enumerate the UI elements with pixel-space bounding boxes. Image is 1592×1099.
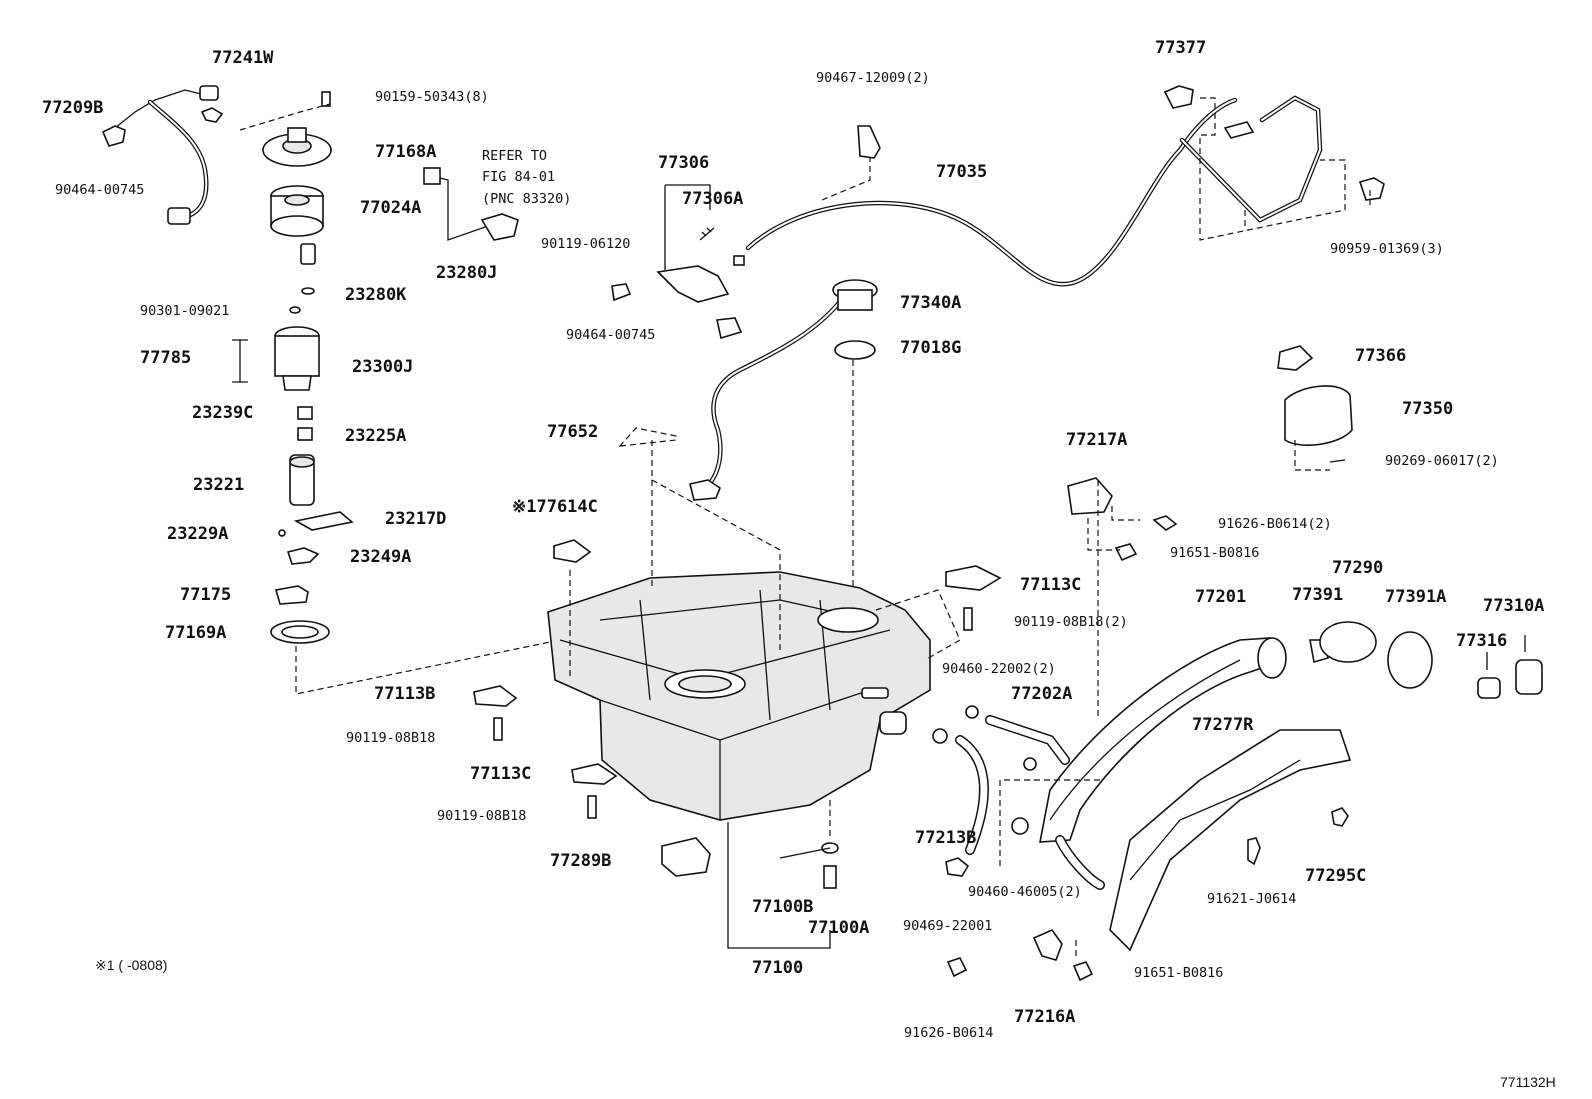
pump-components bbox=[232, 243, 561, 695]
label-90119-08B18-upper: 90119-08B18(2) bbox=[1014, 614, 1128, 630]
label-77217A: 77217A bbox=[1066, 430, 1128, 450]
label-77366: 77366 bbox=[1355, 346, 1407, 366]
refer-note-line1: REFER TO bbox=[482, 148, 548, 164]
label-23239C: 23239C bbox=[192, 403, 254, 423]
label-90119-06120: 90119-06120 bbox=[541, 236, 631, 252]
label-90469-22001: 90469-22001 bbox=[903, 918, 993, 934]
label-90119-08B18-lower: 90119-08B18 bbox=[437, 808, 527, 824]
label-77202A: 77202A bbox=[1011, 684, 1073, 704]
label-91626-B0614-upper: 91626-B0614(2) bbox=[1218, 516, 1332, 532]
label-90460-46005: 90460-46005(2) bbox=[968, 884, 1082, 900]
label-90159-50343: 90159-50343(8) bbox=[375, 89, 489, 105]
diagram-id: 771132H bbox=[1500, 1074, 1556, 1090]
label-90460-22002: 90460-22002(2) bbox=[942, 661, 1056, 677]
sender-gauge-wire bbox=[101, 85, 224, 225]
label-77310A: 77310A bbox=[1483, 596, 1545, 616]
label-90959-01369: 90959-01369(3) bbox=[1330, 241, 1444, 257]
pump-bracket bbox=[270, 185, 324, 237]
pump-bracket-cover bbox=[239, 91, 332, 167]
label-91621-J0614: 91621-J0614 bbox=[1207, 891, 1297, 907]
label-77175: 77175 bbox=[180, 585, 232, 605]
label-90464-00745-mid: 90464-00745 bbox=[566, 327, 656, 343]
label-77614C: ※177614C bbox=[512, 497, 598, 517]
label-23217D: 23217D bbox=[385, 509, 447, 529]
label-77169A: 77169A bbox=[165, 623, 227, 643]
filler-pipe-protector bbox=[1109, 729, 1352, 952]
label-77241W: 77241W bbox=[212, 48, 274, 68]
fuel-door-parts bbox=[946, 345, 1543, 982]
label-90467-12009: 90467-12009(2) bbox=[816, 70, 930, 86]
sender-gasket bbox=[832, 279, 878, 610]
sender-reference-part bbox=[423, 167, 519, 241]
label-90301-09021: 90301-09021 bbox=[140, 303, 230, 319]
label-90269-06017: 90269-06017(2) bbox=[1385, 453, 1499, 469]
refer-note-line2: FIG 84-01 bbox=[482, 169, 556, 185]
label-77113B: 77113B bbox=[374, 684, 436, 704]
filler-pipe bbox=[1039, 637, 1287, 843]
label-23249A: 23249A bbox=[350, 547, 412, 567]
label-77295C: 77295C bbox=[1305, 866, 1367, 886]
label-77100A: 77100A bbox=[808, 918, 870, 938]
label-23300J: 23300J bbox=[352, 357, 414, 377]
tank-protectors bbox=[473, 427, 1002, 949]
fuel-tank bbox=[547, 440, 931, 821]
label-77785: 77785 bbox=[140, 348, 192, 368]
label-77201: 77201 bbox=[1195, 587, 1247, 607]
label-77168A: 77168A bbox=[375, 142, 437, 162]
label-77391: 77391 bbox=[1292, 585, 1344, 605]
label-77290: 77290 bbox=[1332, 558, 1384, 578]
label-77277R: 77277R bbox=[1192, 715, 1254, 735]
label-77306: 77306 bbox=[658, 153, 710, 173]
label-77100B: 77100B bbox=[752, 897, 814, 917]
label-90464-00745-left: 90464-00745 bbox=[55, 182, 145, 198]
lock-lever bbox=[611, 184, 745, 303]
label-77100: 77100 bbox=[752, 958, 804, 978]
label-77391A: 77391A bbox=[1385, 587, 1447, 607]
label-77113C-upper: 77113C bbox=[1020, 575, 1082, 595]
label-23280K: 23280K bbox=[345, 285, 407, 305]
fuel-hoses bbox=[932, 705, 1105, 890]
label-23229A: 23229A bbox=[167, 524, 229, 544]
label-91651-B0816-lower: 91651-B0816 bbox=[1134, 965, 1224, 981]
label-77018G: 77018G bbox=[900, 338, 962, 358]
label-77113C-lower: 77113C bbox=[470, 764, 532, 784]
label-77340A: 77340A bbox=[900, 293, 962, 313]
sender-cable bbox=[689, 292, 848, 501]
label-90119-08B18-left: 90119-08B18 bbox=[346, 730, 436, 746]
label-77213B: 77213B bbox=[915, 828, 977, 848]
label-91626-B0614-lower: 91626-B0614 bbox=[904, 1025, 994, 1041]
fuel-lid-opener-cable bbox=[745, 85, 1385, 287]
label-23225A: 23225A bbox=[345, 426, 407, 446]
label-77289B: 77289B bbox=[550, 851, 612, 871]
label-77377: 77377 bbox=[1155, 38, 1207, 58]
label-77035: 77035 bbox=[936, 162, 988, 182]
label-77306A: 77306A bbox=[682, 189, 744, 209]
refer-note-line3: (PNC 83320) bbox=[482, 191, 572, 207]
label-77350: 77350 bbox=[1402, 399, 1454, 419]
label-91651-B0816-upper: 91651-B0816 bbox=[1170, 545, 1260, 561]
label-77316: 77316 bbox=[1456, 631, 1508, 651]
label-23221: 23221 bbox=[193, 475, 245, 495]
label-77209B: 77209B bbox=[42, 98, 104, 118]
label-23280J: 23280J bbox=[436, 263, 498, 283]
label-77652: 77652 bbox=[547, 422, 599, 442]
footnote: ※1 ( -0808) bbox=[95, 957, 168, 973]
label-77216A: 77216A bbox=[1014, 1007, 1076, 1027]
label-77024A: 77024A bbox=[360, 198, 422, 218]
